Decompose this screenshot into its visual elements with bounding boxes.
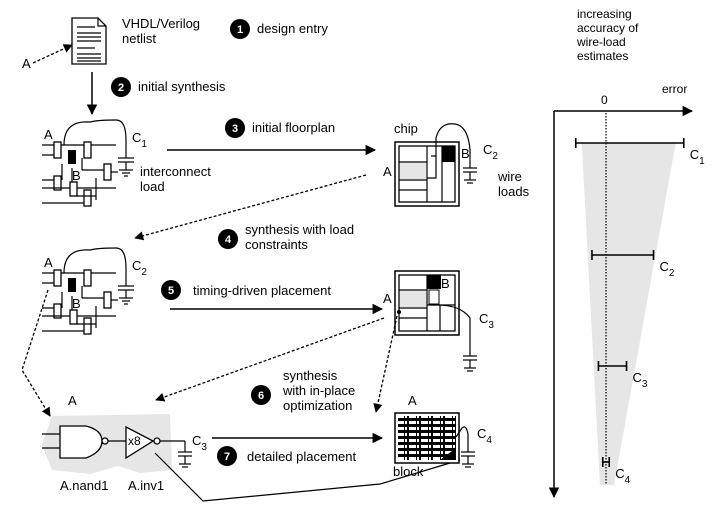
in-place-opt-arrow — [155, 317, 385, 402]
error-bar-label-4: C4 — [615, 466, 630, 486]
chip-placement — [394, 270, 477, 372]
block-cap: C4 — [477, 426, 492, 446]
error-bar-label-2: C2 — [660, 259, 675, 279]
netlist1-caption-line1: interconnect — [140, 164, 211, 179]
gate-schematic: x8 — [42, 414, 461, 502]
svg-text:2: 2 — [118, 82, 124, 94]
placement-node-a: A — [383, 291, 392, 306]
source-label-line2: netlist — [122, 31, 156, 46]
svg-text:1: 1 — [237, 24, 243, 36]
step-4-label-line2: constraints — [245, 237, 308, 252]
step-6-badge: 6 — [251, 385, 271, 405]
block-title: A — [408, 393, 417, 408]
error-bar-label-1: C1 — [690, 147, 705, 167]
accuracy-title-line1: increasing — [577, 7, 632, 21]
netlist-to-gates-arrow — [21, 289, 51, 417]
block-caption: block — [393, 464, 424, 479]
accuracy-title-line3: wire-load — [576, 35, 626, 49]
step-7-badge: 7 — [217, 446, 237, 466]
netlist1-cap: C1 — [132, 130, 147, 150]
step-1-label: design entry — [257, 21, 328, 36]
svg-text:x8: x8 — [128, 434, 141, 448]
gates-cap: C3 — [192, 433, 207, 453]
nand-gate-icon — [59, 425, 103, 459]
svg-text:6: 6 — [258, 390, 264, 402]
step-4-badge: 4 — [218, 229, 238, 249]
error-bar-label-3: C3 — [633, 370, 648, 390]
step-2-badge: 2 — [111, 77, 131, 97]
step-7-label: detailed placement — [247, 449, 357, 464]
netlist1-node-a: A — [44, 127, 53, 142]
netlist-schematic-1 — [42, 119, 134, 207]
netlist2-node-b: B — [72, 296, 81, 311]
step-6-label-line2: with in-place — [282, 383, 355, 398]
step-3-label: initial floorplan — [252, 120, 335, 135]
netlist-schematic-2 — [41, 247, 135, 335]
step-5-label: timing-driven placement — [193, 283, 331, 298]
accuracy-title-line4: estimates — [577, 49, 628, 63]
netlist2-cap: C2 — [132, 258, 147, 278]
placement-cap: C3 — [479, 311, 494, 331]
source-pointer-arrow — [32, 44, 73, 64]
placed-block — [394, 412, 475, 468]
step-4-label-line1: synthesis with load — [245, 222, 354, 237]
svg-text:4: 4 — [225, 234, 232, 246]
inv-to-block-wire — [154, 452, 461, 502]
inverter-icon — [125, 425, 155, 460]
error-axis-label: error — [662, 82, 687, 96]
floorplan-node-a: A — [383, 164, 392, 179]
accuracy-title-line2: accuracy of — [577, 21, 639, 35]
gates-title: A — [68, 393, 77, 408]
placement-to-block-arrow — [373, 315, 398, 413]
source-pointer-label: A — [22, 56, 31, 71]
floorplan-cap: C2 — [483, 142, 498, 162]
error-range-shading — [581, 143, 676, 485]
svg-text:5: 5 — [168, 285, 174, 297]
floorplan-node-b: B — [461, 146, 470, 161]
floorplan-caption-line1: wire — [497, 169, 522, 184]
step-5-badge: 5 — [161, 280, 181, 300]
floorplan-title: chip — [394, 121, 418, 136]
nand-label: A.nand1 — [60, 478, 108, 493]
chip-floorplan — [394, 123, 477, 207]
source-label-line1: VHDL/Verilog — [122, 16, 200, 31]
svg-text:3: 3 — [232, 123, 238, 135]
netlist-document-icon — [71, 17, 107, 65]
step-6-label-line3: optimization — [283, 398, 352, 413]
inv-label: A.inv1 — [128, 478, 164, 493]
netlist2-node-a: A — [44, 255, 53, 270]
zero-label: 0 — [601, 93, 608, 107]
step-2-label: initial synthesis — [138, 79, 226, 94]
netlist1-caption-line2: load — [140, 179, 165, 194]
step-1-badge: 1 — [230, 19, 250, 39]
floorplan-caption-line2: loads — [498, 184, 530, 199]
step-6-label-line1: synthesis — [283, 368, 338, 383]
step-3-badge: 3 — [225, 118, 245, 138]
placement-node-b: B — [441, 276, 450, 291]
svg-text:7: 7 — [224, 451, 230, 463]
netlist1-node-b: B — [72, 168, 81, 183]
